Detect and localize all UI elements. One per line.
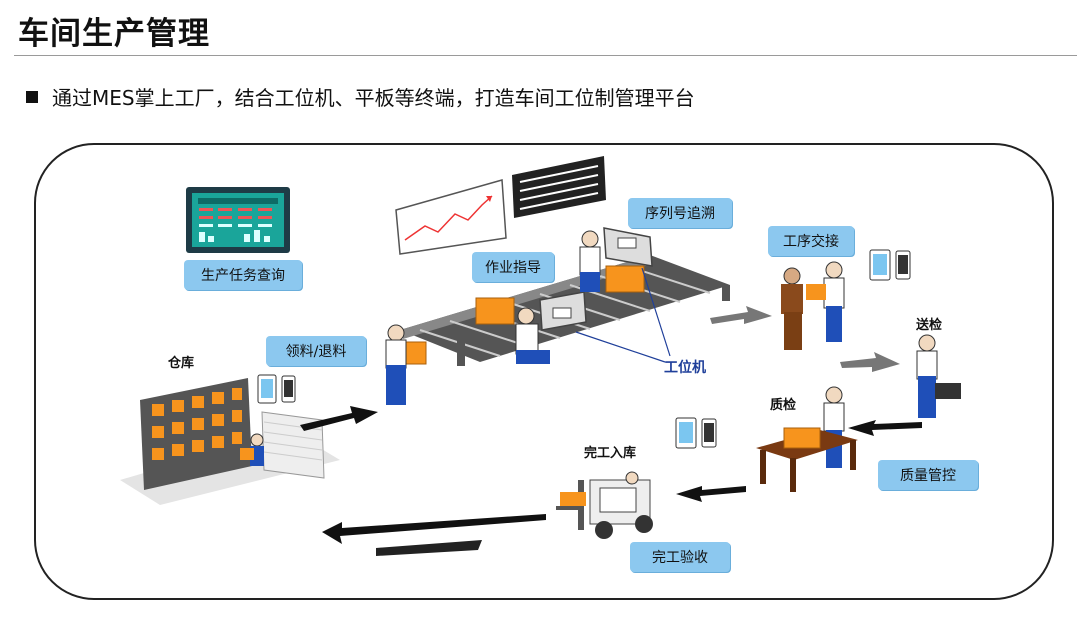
- tag-quality-control: 质量管控: [878, 460, 978, 490]
- label-warehouse: 仓库: [168, 356, 195, 371]
- flow-arrows: [300, 306, 922, 556]
- bullet-square-icon: [26, 90, 38, 103]
- worker-operator-icon: [579, 230, 601, 292]
- worker-inspection-icon: [916, 334, 961, 418]
- inspection-table-icon: [756, 427, 858, 492]
- tag-handover: 工序交接: [768, 226, 854, 256]
- bullet-line: 通过MES掌上工厂，结合工位机、平板等终端，打造车间工位制管理平台: [26, 82, 695, 111]
- worker-handover-icon: [781, 261, 845, 350]
- product-box-icon: [475, 297, 515, 325]
- diagram-frame: [34, 143, 1054, 600]
- worker-material-icon: [385, 324, 407, 405]
- title-divider: [14, 55, 1077, 56]
- product-box-icon: [403, 341, 427, 365]
- workstation-terminal-icon: [539, 291, 587, 331]
- schedule-board-icon: [512, 156, 606, 218]
- tag-serial-trace: 序列号追溯: [628, 198, 732, 228]
- product-box-icon: [605, 265, 645, 293]
- tablet-phone-icon: [257, 374, 296, 404]
- label-finish-store: 完工入库: [584, 446, 637, 461]
- workstation-pointer-lines: [575, 267, 671, 363]
- trend-chart-board-icon: [395, 179, 507, 255]
- worker-quality-icon: [823, 386, 845, 468]
- tag-material: 领料/退料: [266, 336, 366, 366]
- page-title: 车间生产管理: [18, 16, 210, 52]
- workstation-terminal-icon: [603, 227, 653, 267]
- tag-task-query: 生产任务查询: [184, 260, 302, 290]
- label-send-check: 送检: [916, 318, 943, 333]
- bullet-text: 通过MES掌上工厂，结合工位机、平板等终端，打造车间工位制管理平台: [52, 86, 695, 110]
- worker-operator-icon: [515, 307, 550, 364]
- warehouse-shelves-icon: [120, 378, 340, 505]
- forklift-icon: [556, 471, 653, 539]
- tablet-phone-icon: [675, 417, 717, 449]
- tablet-phone-icon: [869, 249, 911, 281]
- dashboard-monitor-icon: [186, 187, 290, 253]
- label-quality-check: 质检: [770, 398, 797, 413]
- tag-work-guide: 作业指导: [472, 252, 554, 282]
- tag-finish-check: 完工验收: [630, 542, 730, 572]
- label-workstation: 工位机: [664, 360, 706, 376]
